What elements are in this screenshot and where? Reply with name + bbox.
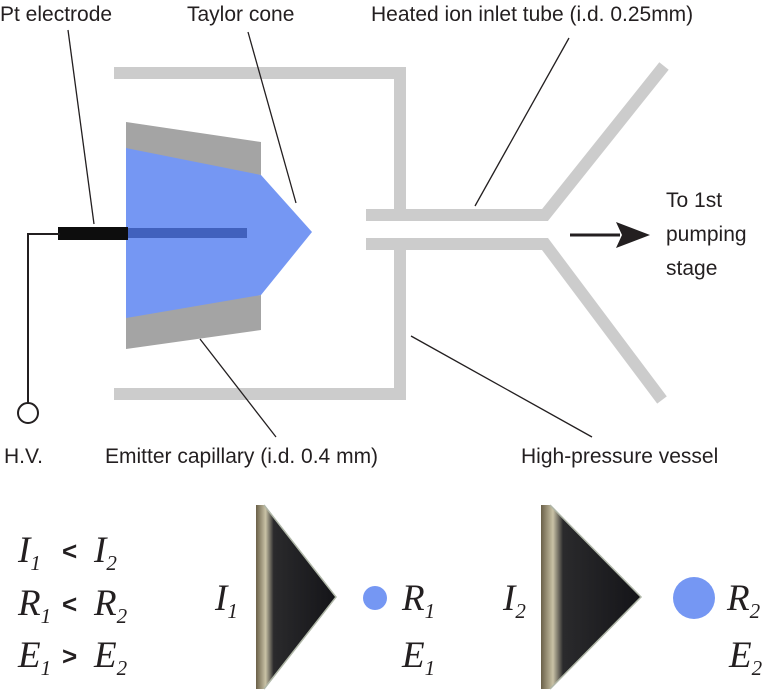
panel1-field: E1 (401, 635, 435, 680)
svg-text:I1: I1 (17, 530, 41, 575)
hv-wire (27, 233, 60, 404)
svg-text:R1: R1 (17, 583, 51, 628)
emitter-tip-photo-2 (541, 504, 643, 690)
label-inlet-tube: Heated ion inlet tube (i.d. 0.25mm) (371, 3, 693, 26)
leader-vessel (410, 335, 593, 438)
label-taylor-cone: Taylor cone (187, 3, 294, 26)
leader-taylor-cone (247, 31, 297, 204)
label-vessel: High-pressure vessel (521, 445, 718, 468)
svg-text:<: < (62, 589, 77, 619)
label-pumping-line1: To 1st (666, 189, 722, 212)
label-pumping-line3: stage (666, 257, 717, 280)
inlet-upper-wall (366, 62, 669, 221)
relation-current: I1 < I2 (17, 530, 117, 575)
vessel-lower-wall (114, 248, 406, 400)
photo-panel-1: I1 R1 E1 (214, 504, 435, 690)
leader-emitter (199, 338, 277, 438)
electrode-inside-liquid (126, 228, 247, 238)
vessel-upper-wall (114, 67, 406, 212)
label-emitter-capillary: Emitter capillary (i.d. 0.4 mm) (105, 445, 378, 468)
leader-lines (67, 29, 593, 438)
ion-inlet-tube (366, 62, 669, 404)
svg-text:E2: E2 (93, 635, 128, 680)
high-pressure-vessel (114, 67, 406, 400)
hv-terminal (17, 402, 39, 424)
svg-text:I2: I2 (93, 530, 117, 575)
label-pumping-line2: pumping (666, 223, 747, 246)
label-hv: H.V. (4, 445, 43, 468)
droplet-small (363, 586, 387, 610)
emitter-tip-photo-1 (256, 504, 337, 690)
inlet-lower-wall (366, 238, 667, 404)
relation-field: E1 > E2 (17, 635, 128, 680)
label-pt-electrode: Pt electrode (0, 3, 112, 26)
panel1-radius: R1 (401, 578, 435, 623)
svg-text:>: > (62, 641, 77, 671)
pumping-arrow (570, 222, 650, 248)
relation-radius: R1 < R2 (17, 583, 128, 628)
panel1-current: I1 (214, 578, 238, 623)
panel2-current: I2 (502, 578, 526, 623)
pt-electrode (58, 227, 128, 240)
leader-pt-electrode (67, 29, 95, 225)
panel2-radius: R2 (726, 578, 761, 623)
svg-text:E1: E1 (17, 635, 51, 680)
relations: I1 < I2 R1 < R2 E1 > E2 (17, 530, 128, 680)
photo-panel-2: I2 R2 E2 (502, 504, 763, 690)
svg-text:R2: R2 (93, 583, 128, 628)
leader-inlet-tube (474, 37, 570, 207)
droplet-large (673, 577, 715, 619)
svg-text:<: < (62, 536, 77, 566)
panel2-field: E2 (728, 635, 763, 680)
